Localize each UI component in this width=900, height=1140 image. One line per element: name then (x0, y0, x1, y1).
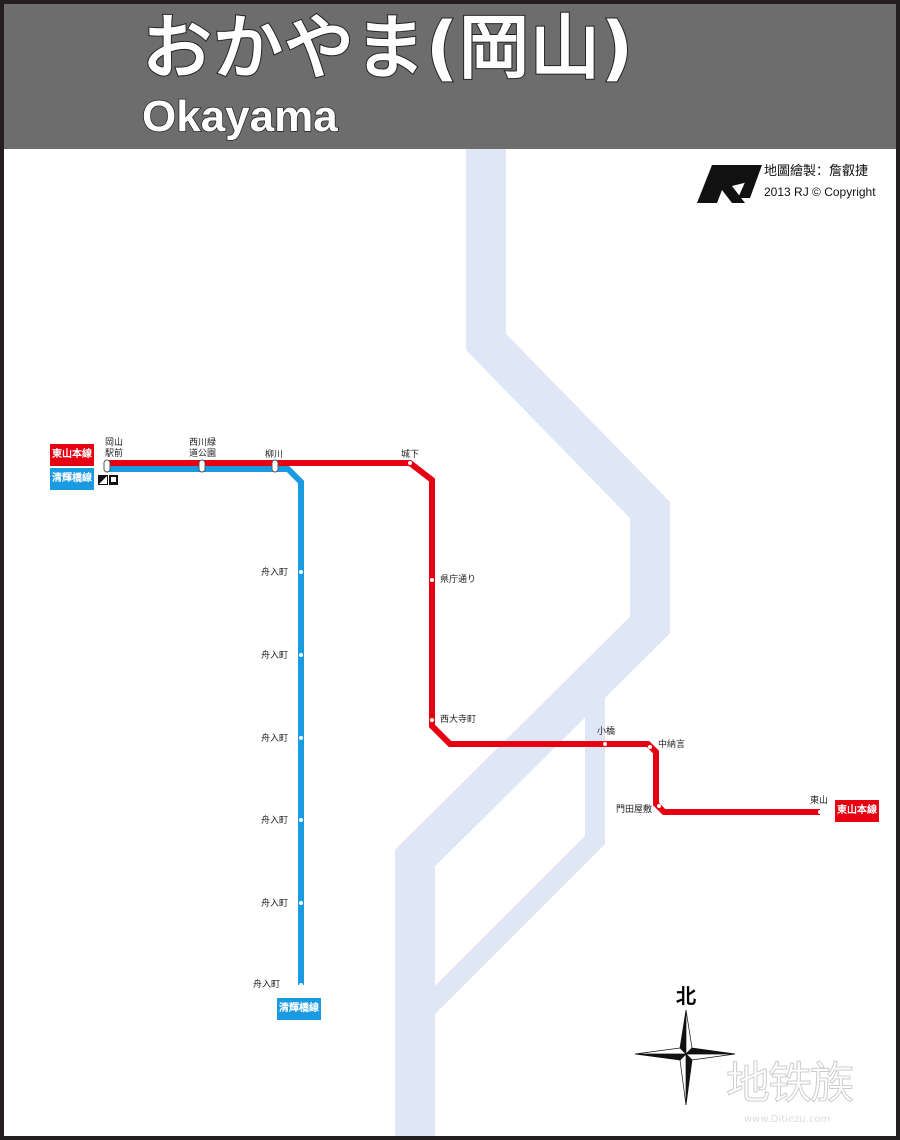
line-badge-seikibashi[interactable]: 清輝橋線 (50, 468, 94, 490)
station-blue-3[interactable] (299, 736, 303, 740)
river (395, 140, 670, 1136)
credit-author: 地圖繪製：詹叡捷 (764, 164, 869, 179)
watermark: 地铁族 (726, 1058, 855, 1109)
higashiyama-line[interactable] (107, 460, 820, 815)
label-nakanosho: 中納言 (658, 740, 686, 750)
label-yanagawa: 柳川 (265, 450, 284, 460)
label-blue-3: 舟入町 (261, 734, 289, 744)
label-shiroshita: 城下 (401, 450, 420, 460)
station-dots (299, 461, 822, 987)
label-blue-5: 舟入町 (261, 899, 289, 909)
label-blue-1: 舟入町 (261, 568, 289, 578)
watermark-url: www.Ditiezu.com (744, 1114, 831, 1125)
station-nishigawa[interactable] (198, 459, 206, 473)
label-okayama-ekimae: 岡山 駅前 (105, 438, 124, 459)
page-title: おかやま(岡山) (141, 7, 634, 89)
header-bar: おかやま(岡山) Okayama (4, 4, 896, 149)
line-badge-higashiyama-end[interactable]: 東山本線 (835, 800, 879, 822)
page-subtitle: Okayama (141, 91, 338, 142)
label-kobashi: 小橋 (597, 727, 616, 737)
transfer-icons (98, 475, 118, 485)
station-higashiyama[interactable] (818, 810, 822, 814)
station-kadotayashiki[interactable] (657, 804, 661, 808)
label-blue-4: 舟入町 (261, 816, 289, 826)
line-badge-seikibashi-end[interactable]: 清輝橋線 (277, 998, 321, 1020)
station-yanagawa[interactable] (271, 459, 279, 473)
compass-icon (634, 1009, 736, 1106)
seikibashi-line[interactable] (107, 466, 304, 985)
label-higashiyama: 東山 (810, 796, 829, 806)
label-nishigawa: 西川緑 道公園 (189, 438, 217, 459)
line-badge-higashiyama[interactable]: 東山本線 (50, 444, 94, 466)
station-blue-2[interactable] (299, 653, 303, 657)
station-saidaijicho[interactable] (430, 718, 434, 722)
label-kadotayashiki: 門田屋敷 (616, 805, 653, 815)
station-kenchodori[interactable] (430, 578, 434, 582)
label-blue-2: 舟入町 (261, 651, 289, 661)
compass-north-label: 北 (676, 984, 696, 1008)
station-okayama-ekimae[interactable] (103, 459, 111, 473)
station-blue-5[interactable] (299, 901, 303, 905)
station-markers (103, 459, 279, 473)
station-kobashi[interactable] (603, 742, 607, 746)
credit-copyright: 2013 RJ © Copyright (764, 185, 876, 199)
station-blue-1[interactable] (299, 570, 303, 574)
route-map (98, 140, 822, 1136)
label-blue-6: 舟入町 (253, 980, 281, 990)
station-blue-4[interactable] (299, 818, 303, 822)
rj-logo (697, 165, 762, 203)
map-frame: おかやま(岡山) Okayama 地圖繪製：詹叡捷 2013 RJ © Copy… (4, 4, 896, 1136)
station-shiroshita[interactable] (408, 461, 412, 465)
station-nakanosho[interactable] (648, 745, 652, 749)
label-kenchodori: 県庁通り (440, 575, 477, 585)
station-blue-6[interactable] (299, 983, 303, 987)
label-saidaijicho: 西大寺町 (440, 715, 477, 725)
